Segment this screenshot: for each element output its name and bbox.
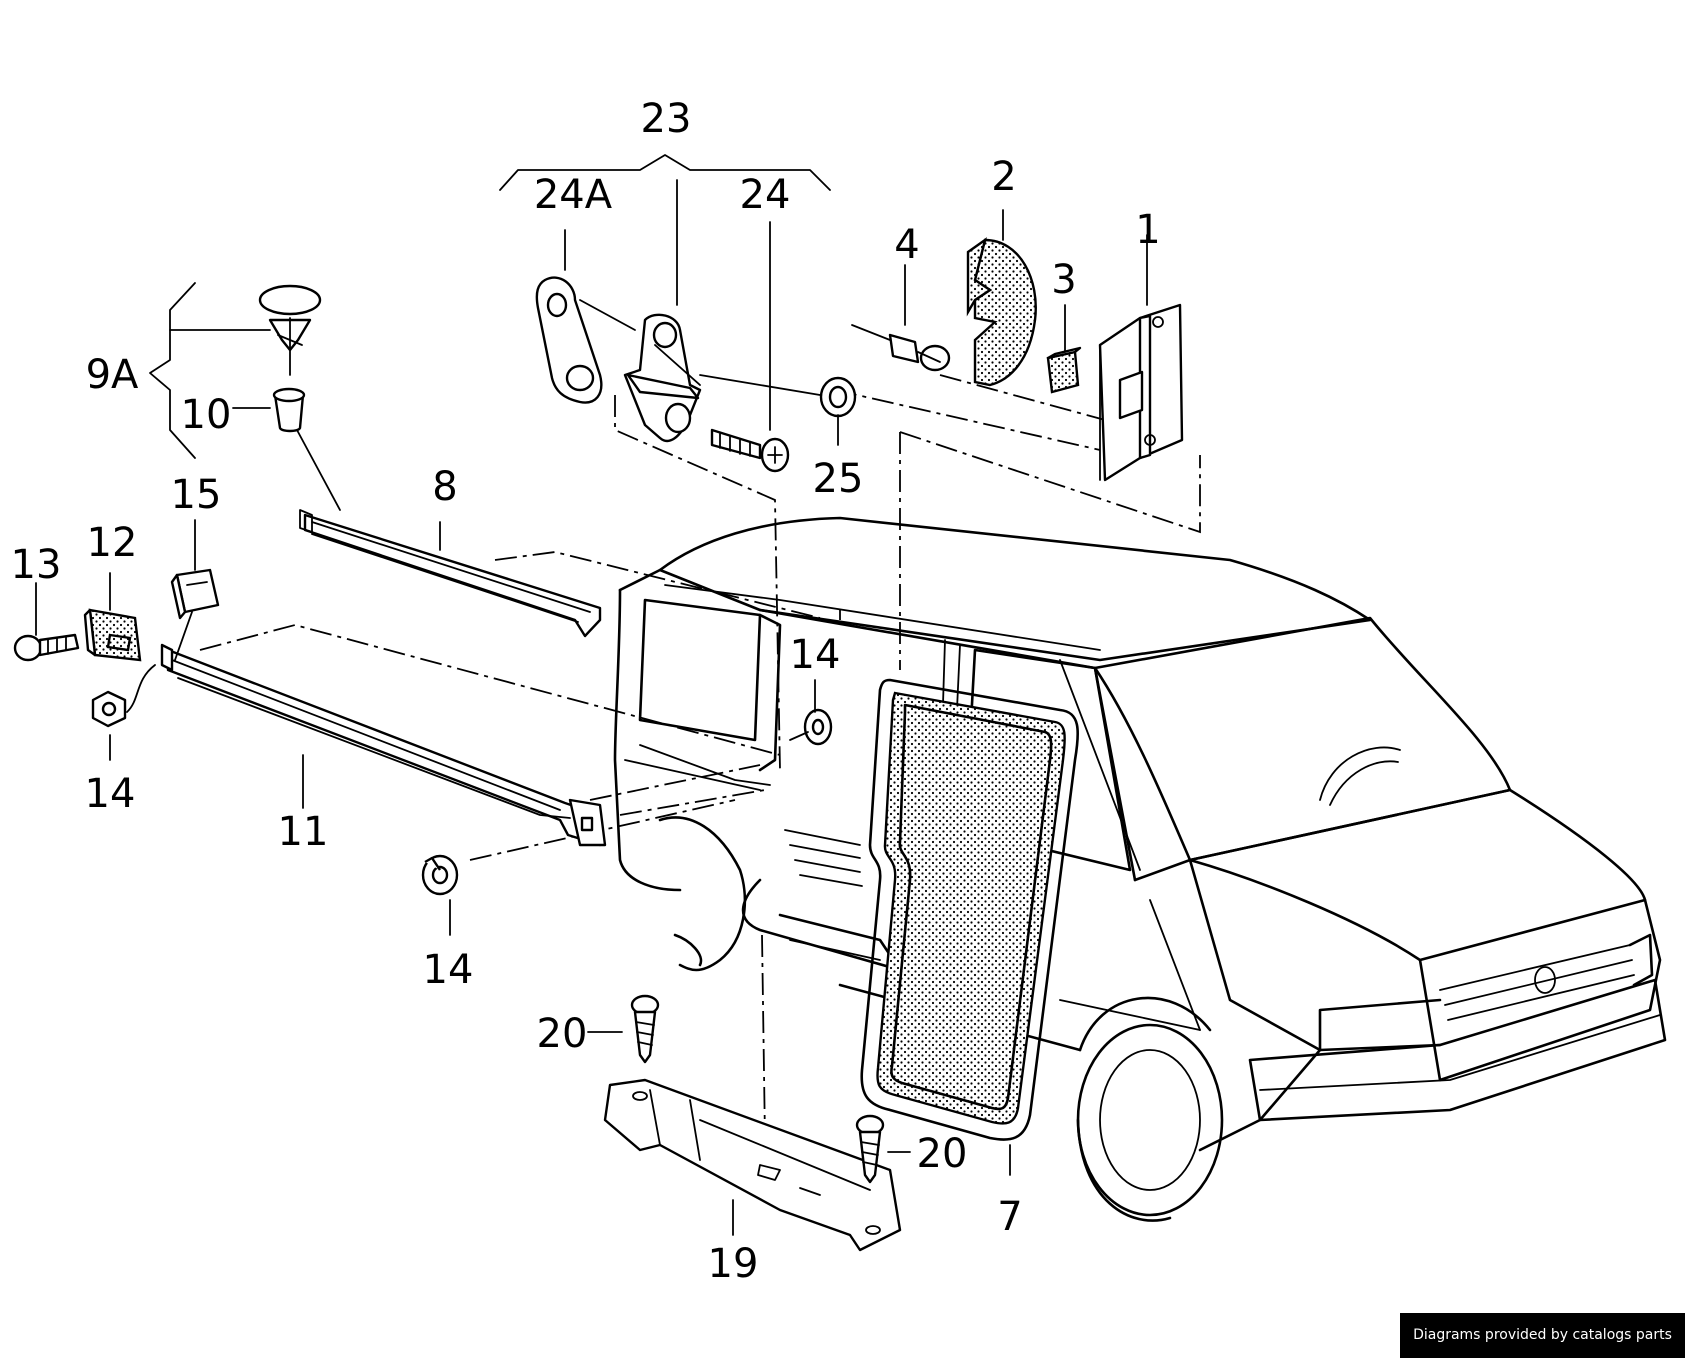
callout-14-right: 14 bbox=[790, 632, 841, 678]
callout-23: 23 bbox=[641, 96, 692, 142]
callout-24: 24 bbox=[740, 172, 791, 218]
part-9a-cap bbox=[258, 284, 322, 376]
callout-11: 11 bbox=[278, 809, 329, 855]
part-7-door-seal bbox=[860, 678, 1080, 1141]
callout-1: 1 bbox=[1135, 207, 1160, 253]
part-2-stipple-plate bbox=[966, 237, 1037, 387]
callout-10: 10 bbox=[181, 392, 232, 438]
part-15-clip bbox=[170, 568, 220, 620]
part-3-clip bbox=[1046, 346, 1082, 394]
part-25-washer bbox=[819, 376, 857, 418]
callout-20-left: 20 bbox=[537, 1011, 588, 1057]
part-24a-plate bbox=[535, 276, 603, 404]
part-14-nut-right bbox=[789, 708, 833, 746]
callout-7: 7 bbox=[997, 1194, 1022, 1240]
callout-2: 2 bbox=[991, 154, 1016, 200]
callout-20-right: 20 bbox=[917, 1131, 968, 1177]
part-1-striker bbox=[1098, 303, 1184, 482]
part-12-stipple-clip bbox=[83, 608, 142, 662]
leader-10-to-rail bbox=[296, 429, 341, 511]
part-13-screw bbox=[13, 633, 80, 662]
credit-banner: Diagrams provided by catalogs parts bbox=[1400, 1313, 1685, 1358]
callout-4: 4 bbox=[894, 222, 919, 268]
callout-15: 15 bbox=[171, 472, 222, 518]
part-20-screw-right bbox=[855, 1114, 885, 1184]
part-20-screw-left bbox=[630, 994, 660, 1064]
callout-25: 25 bbox=[813, 456, 864, 502]
callout-8: 8 bbox=[432, 464, 457, 510]
callout-3: 3 bbox=[1051, 257, 1076, 303]
callout-12: 12 bbox=[87, 520, 138, 566]
callout-13: 13 bbox=[11, 542, 62, 588]
assembly-leaders bbox=[199, 374, 1201, 1141]
leader-15 bbox=[174, 611, 193, 661]
part-10-grommet bbox=[272, 387, 306, 433]
part-4-pin bbox=[851, 324, 951, 372]
van-body bbox=[613, 516, 1667, 1222]
callout-24a: 24A bbox=[534, 172, 613, 218]
callout-9a: 9A bbox=[86, 352, 139, 398]
part-19-lower-guide bbox=[603, 1078, 902, 1252]
callout-14-left: 14 bbox=[85, 771, 136, 817]
callout-19: 19 bbox=[708, 1241, 759, 1287]
part-24-bolt bbox=[710, 428, 790, 473]
callout-14-lower: 14 bbox=[423, 947, 474, 993]
leader-25 bbox=[699, 374, 821, 396]
part-11-lower-rail bbox=[160, 643, 607, 847]
part-8-upper-rail bbox=[299, 509, 602, 638]
callout-leaders bbox=[35, 154, 1148, 1236]
part-23-roller-bracket bbox=[623, 313, 702, 443]
callout-labels: 23 24A 24 25 2 3 4 1 9A 10 8 15 13 12 14… bbox=[11, 96, 1161, 1287]
part-14-nut-lower bbox=[421, 854, 459, 896]
leader-24a bbox=[579, 299, 636, 331]
part-14-nut-left bbox=[91, 664, 156, 728]
